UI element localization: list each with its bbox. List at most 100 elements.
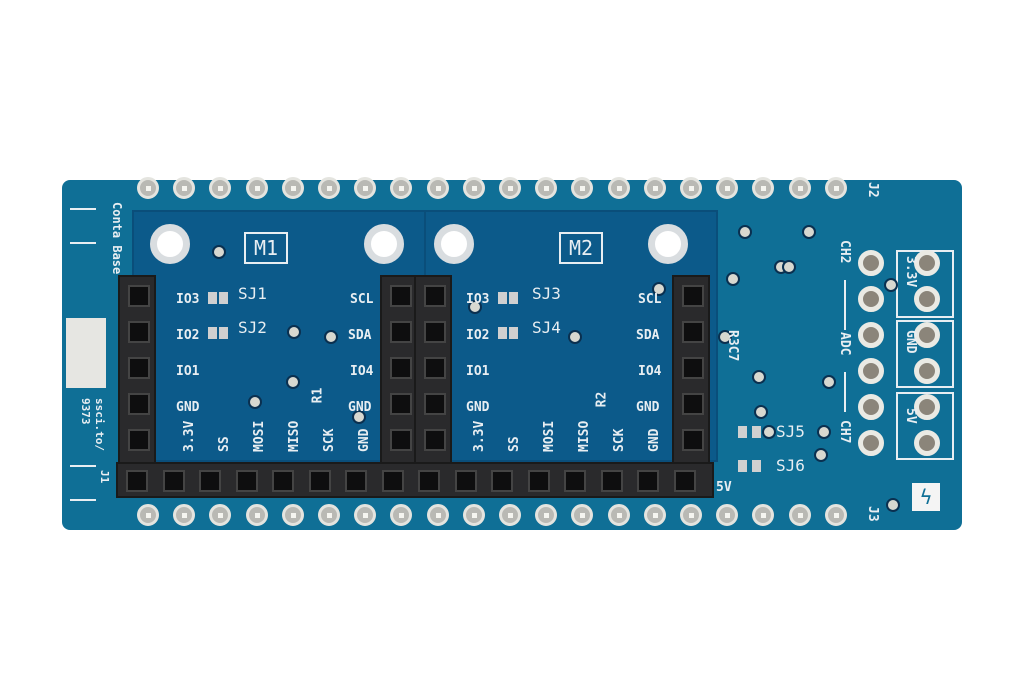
m1-label-gnd-right: GND <box>348 400 372 415</box>
header-pin-j3 <box>535 504 558 526</box>
header-pin-j2 <box>318 177 340 199</box>
adc-pin <box>858 286 884 312</box>
header-pin-j3 <box>173 504 196 526</box>
m2-bottom-label-gnd: GND <box>647 428 662 452</box>
header-pin-j2 <box>173 177 196 199</box>
socket-hole <box>128 285 150 307</box>
header-pin-j2 <box>571 177 594 199</box>
solder-jumper-pad[interactable] <box>752 426 761 438</box>
via <box>802 225 816 239</box>
m2-label-io4: IO4 <box>638 364 662 379</box>
j1-outline-bottom <box>70 465 96 501</box>
adc-line <box>844 372 846 412</box>
m1-bottom-label-33v: 3.3V <box>182 420 197 452</box>
m1-bottom-label-miso: MISO <box>287 420 302 452</box>
socket-hole <box>491 470 513 492</box>
module-label-m2: M2 <box>559 232 604 264</box>
solder-jumper-pad[interactable] <box>738 460 747 472</box>
m1-label-sda: SDA <box>348 328 372 343</box>
via <box>754 405 768 419</box>
header-pin-j3 <box>209 504 232 526</box>
socket-hole <box>682 357 704 379</box>
j1-label: J1 <box>98 470 111 484</box>
via <box>762 425 776 439</box>
solder-jumper-pad[interactable] <box>738 426 747 438</box>
solder-jumper-pad[interactable] <box>208 327 217 339</box>
socket-hole <box>308 470 331 492</box>
solder-jumper-pad[interactable] <box>752 460 761 472</box>
header-pin-j2 <box>245 177 268 199</box>
via <box>822 375 836 389</box>
via <box>568 330 582 344</box>
m2-label-io1: IO1 <box>466 364 490 379</box>
mounting-hole <box>648 224 688 264</box>
power-pin <box>914 430 940 456</box>
via <box>726 272 740 286</box>
solder-jumper-pad[interactable] <box>208 292 217 304</box>
socket-hole <box>682 429 704 451</box>
via <box>782 260 796 274</box>
m1-label-io1: IO1 <box>176 364 200 379</box>
socket-hole <box>390 429 412 451</box>
socket-hole <box>235 470 258 492</box>
adc-ch2-label: CH2 <box>837 240 852 264</box>
solder-jumper-pad[interactable] <box>498 327 507 339</box>
socket-hole <box>424 321 446 343</box>
header-pin-j3 <box>426 504 449 526</box>
solder-jumper-pad[interactable] <box>509 327 518 339</box>
solder-jumper-pad[interactable] <box>498 292 507 304</box>
header-pin-j2 <box>209 177 232 199</box>
header-pin-j2 <box>390 177 413 199</box>
socket-hole <box>682 285 704 307</box>
adc-label: ADC <box>837 332 852 356</box>
socket-hole <box>162 470 185 492</box>
socket-hole <box>390 393 412 415</box>
adc-pin <box>858 322 884 348</box>
header-pin-j2 <box>462 177 485 199</box>
header-pin-j3 <box>137 504 159 526</box>
socket-hole <box>424 357 446 379</box>
header-pin-j2 <box>535 177 558 199</box>
solder-jumper-pad[interactable] <box>509 292 518 304</box>
jumper-label-sj3: SJ3 <box>532 284 561 303</box>
header-pin-j2 <box>499 177 521 199</box>
via <box>652 282 666 296</box>
header-pin-j3 <box>245 504 268 526</box>
m2-bottom-label-mosi: MOSI <box>542 420 557 452</box>
board-title: Conta Base <box>110 202 124 275</box>
via <box>738 225 752 239</box>
header-pin-j3 <box>318 504 340 526</box>
power-label-5v: 5V <box>903 408 918 424</box>
solder-jumper-pad[interactable] <box>219 327 228 339</box>
r1-label: R1 <box>310 387 326 404</box>
url-text: ssci.to/ <box>93 398 106 451</box>
jumper-label-sj5: SJ5 <box>776 422 805 441</box>
solder-jumper-pad[interactable] <box>219 292 228 304</box>
m1-bottom-label-gnd: GND <box>357 428 372 452</box>
header-pin-j3 <box>643 504 666 526</box>
via <box>817 425 831 439</box>
power-label-gnd: GND <box>903 330 918 354</box>
header-pin-j2 <box>281 177 304 199</box>
header-pin-j3 <box>499 504 521 526</box>
header-pin-j3 <box>824 504 847 526</box>
via <box>752 370 766 384</box>
via <box>884 278 898 292</box>
m2-label-sda: SDA <box>636 328 660 343</box>
header-pin-j3 <box>752 504 775 526</box>
mounting-hole <box>364 224 404 264</box>
mounting-hole <box>150 224 190 264</box>
power-pin <box>914 394 940 420</box>
5v-label: 5V <box>716 480 732 495</box>
m2-label-io2: IO2 <box>466 328 490 343</box>
header-pin-j3 <box>716 504 739 526</box>
module-label-m1: M1 <box>244 232 289 264</box>
header-pin-j2 <box>426 177 449 199</box>
socket-hole <box>390 285 412 307</box>
adc-ch7-label: CH7 <box>837 420 852 444</box>
m2-label-gnd: GND <box>466 400 490 415</box>
socket-hole <box>673 470 696 492</box>
header-pin-j2 <box>788 177 811 199</box>
via <box>718 330 732 344</box>
jumper-label-sj6: SJ6 <box>776 456 805 475</box>
